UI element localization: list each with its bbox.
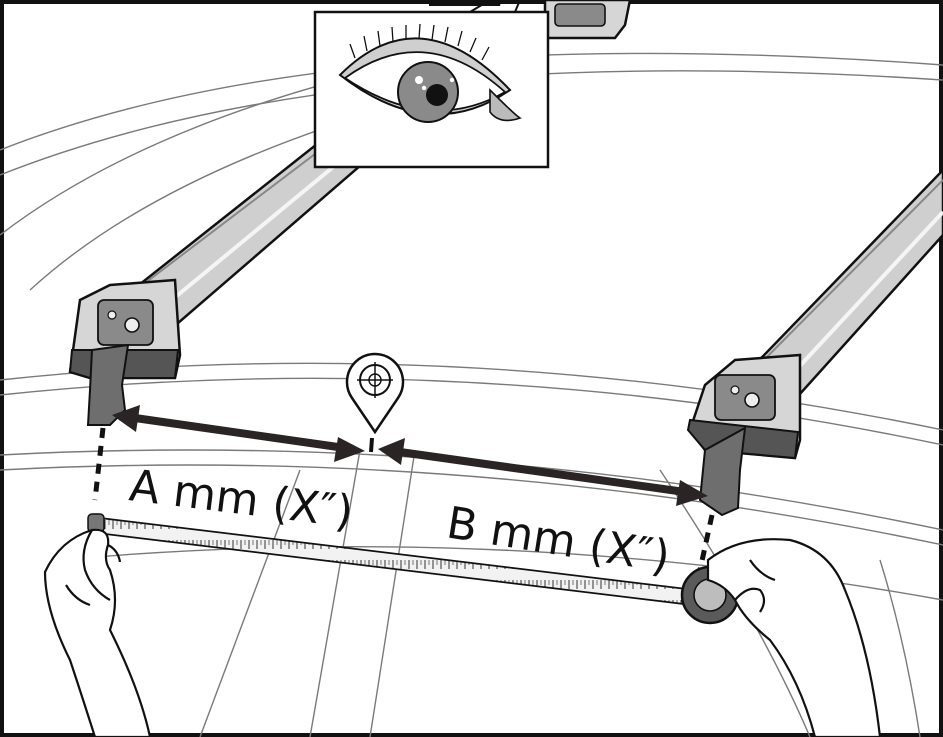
roof-foot-right [686, 353, 802, 517]
right-hand-icon [706, 538, 882, 737]
hand-icon [43, 528, 152, 737]
guide-line-right [697, 514, 715, 571]
roof-foot-left [68, 278, 182, 426]
measurement-arrow-a [112, 405, 365, 462]
target-pin-icon [345, 352, 405, 453]
measurement-arrow-b [378, 438, 708, 506]
roof-foot-top [429, 0, 906, 40]
eye-inset [313, 0, 550, 169]
eye-icon [338, 23, 522, 123]
guide-line-left [92, 427, 106, 501]
